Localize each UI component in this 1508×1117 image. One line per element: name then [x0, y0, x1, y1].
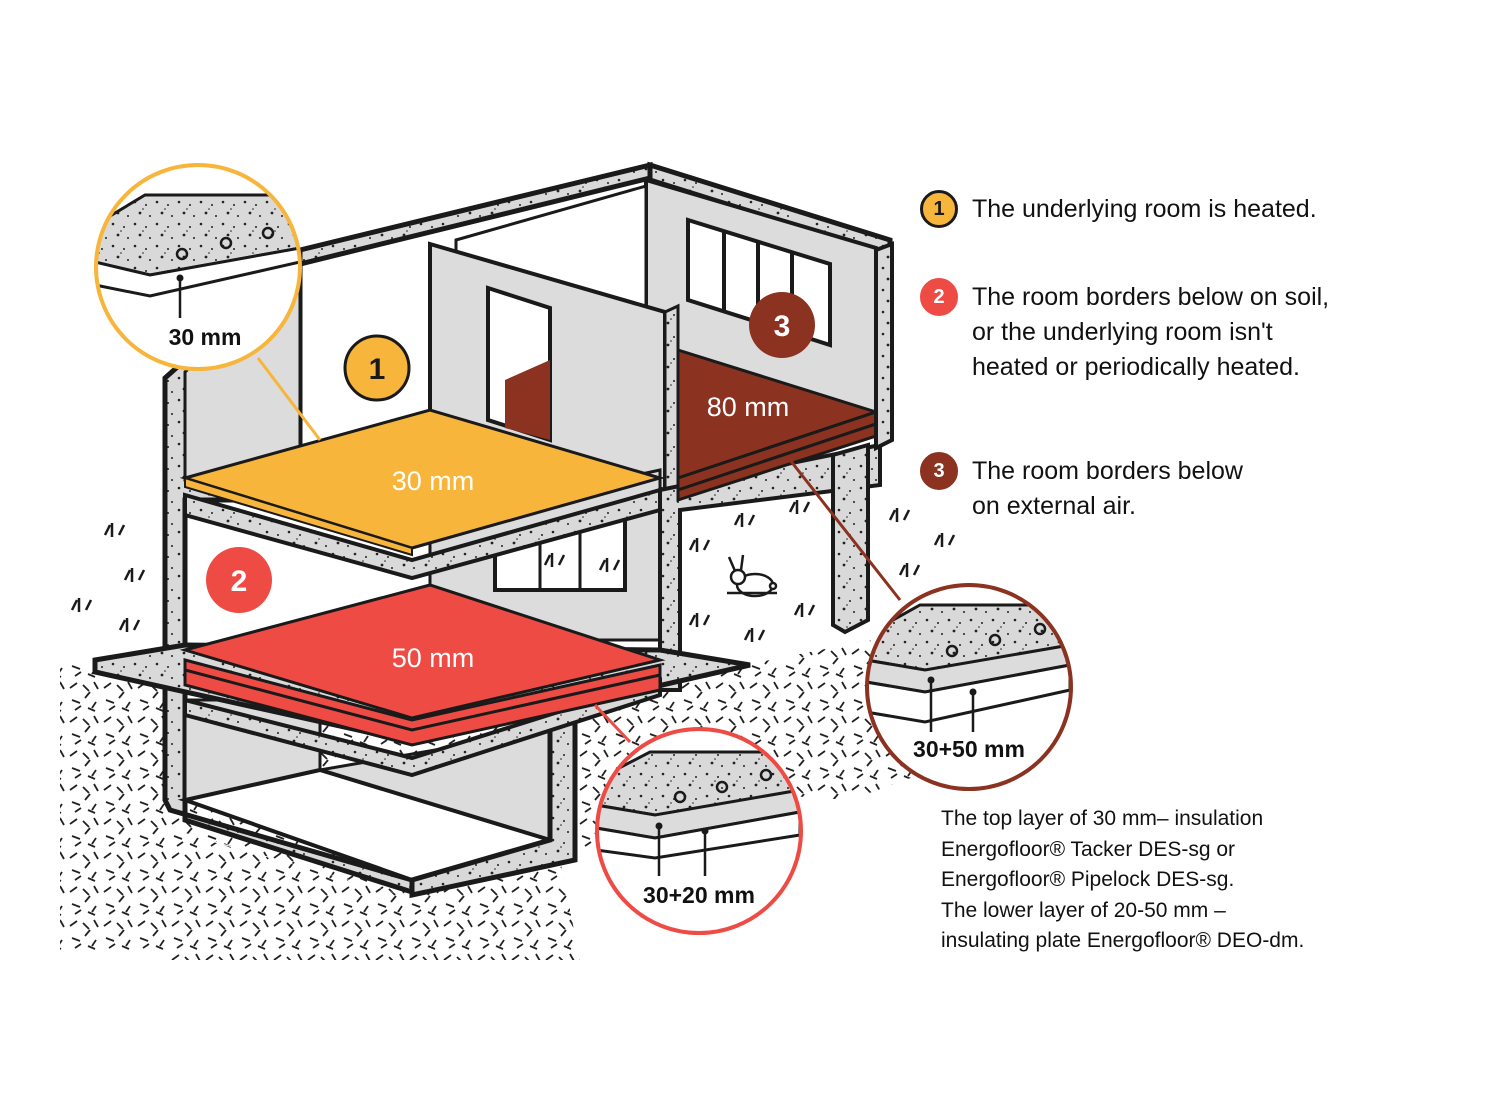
- rabbit-icon: [727, 554, 778, 598]
- legend-badge-soil: 2: [920, 278, 958, 316]
- floor-soil: [179, 583, 666, 778]
- legend-text-soil: The room borders below on soil, or the u…: [972, 283, 1330, 381]
- floor-external-air-label: 80 mm: [707, 392, 790, 422]
- badge-external-air-number: 3: [774, 310, 791, 343]
- legend-text-external-air: The room borders below on external air.: [972, 457, 1243, 520]
- legend-badge-heated: 1: [920, 190, 958, 228]
- badge-external-air: 3: [749, 292, 815, 358]
- detail-external-air-label: 30+50 mm: [913, 736, 1025, 762]
- leader-lines: [256, 357, 902, 744]
- detail-circle-external-air: 30+50 mm: [865, 583, 1073, 791]
- detail-circle-heated: 30 mm: [94, 163, 302, 371]
- legend-item-heated: 1 The underlying room is heated.: [920, 190, 1317, 228]
- grass-icon: [70, 500, 956, 642]
- detail-circle-soil: 30+20 mm: [595, 727, 803, 935]
- legend-text-heated: The underlying room is heated.: [972, 195, 1317, 223]
- floor-soil-label: 50 mm: [392, 643, 475, 673]
- door-icon: [505, 360, 550, 440]
- floor-heated-label: 30 mm: [392, 466, 475, 496]
- badge-soil: 2: [206, 547, 272, 613]
- detail-heated-label: 30 mm: [169, 324, 242, 350]
- badge-heated-number: 1: [369, 353, 386, 386]
- badge-heated: 1: [343, 334, 411, 402]
- badge-soil-number: 2: [231, 565, 248, 598]
- legend-badge-external-air: 3: [920, 452, 958, 490]
- legend-item-external-air: 3 The room borders below on external air…: [920, 452, 1243, 524]
- floor-external-air: [676, 241, 894, 503]
- legend-item-soil: 2 The room borders below on soil, or the…: [920, 278, 1330, 385]
- floor-heated: [179, 408, 666, 581]
- detail-soil-label: 30+20 mm: [643, 882, 755, 908]
- insulation-note: The top layer of 30 mm– insulation Energ…: [941, 807, 1305, 952]
